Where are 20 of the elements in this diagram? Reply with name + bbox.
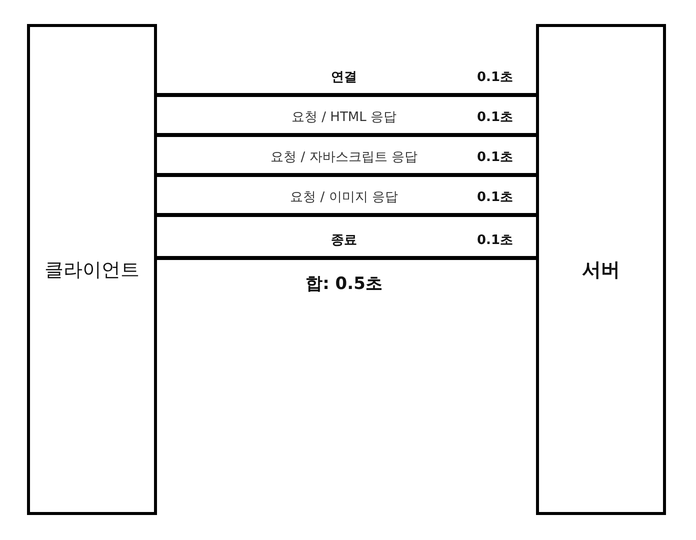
lifeline-box xyxy=(27,24,157,515)
lifeline-box xyxy=(536,24,666,515)
duration-label: 0.1초 xyxy=(476,109,514,126)
total-duration: 합: 0.5초 xyxy=(306,273,382,295)
duration-label: 0.1초 xyxy=(476,189,514,206)
edge-label: 요청 / 이미지 응답 xyxy=(290,189,398,206)
connector-line xyxy=(157,93,536,97)
edge-label: 요청 / HTML 응답 xyxy=(292,109,396,126)
duration-label: 0.1초 xyxy=(476,149,514,166)
edge-label: 요청 / 자바스크립트 응답 xyxy=(270,149,418,166)
duration-label: 0.1초 xyxy=(476,232,514,249)
connector-line xyxy=(157,256,536,260)
node-label: 서버 xyxy=(582,258,620,282)
connector-line xyxy=(157,213,536,217)
node-label: 클라이언트 xyxy=(44,258,140,282)
connector-line xyxy=(157,173,536,177)
connector-line xyxy=(157,133,536,137)
duration-label: 0.1초 xyxy=(476,69,514,86)
edge-label: 종료 xyxy=(331,232,357,249)
edge-label: 연결 xyxy=(331,69,357,86)
